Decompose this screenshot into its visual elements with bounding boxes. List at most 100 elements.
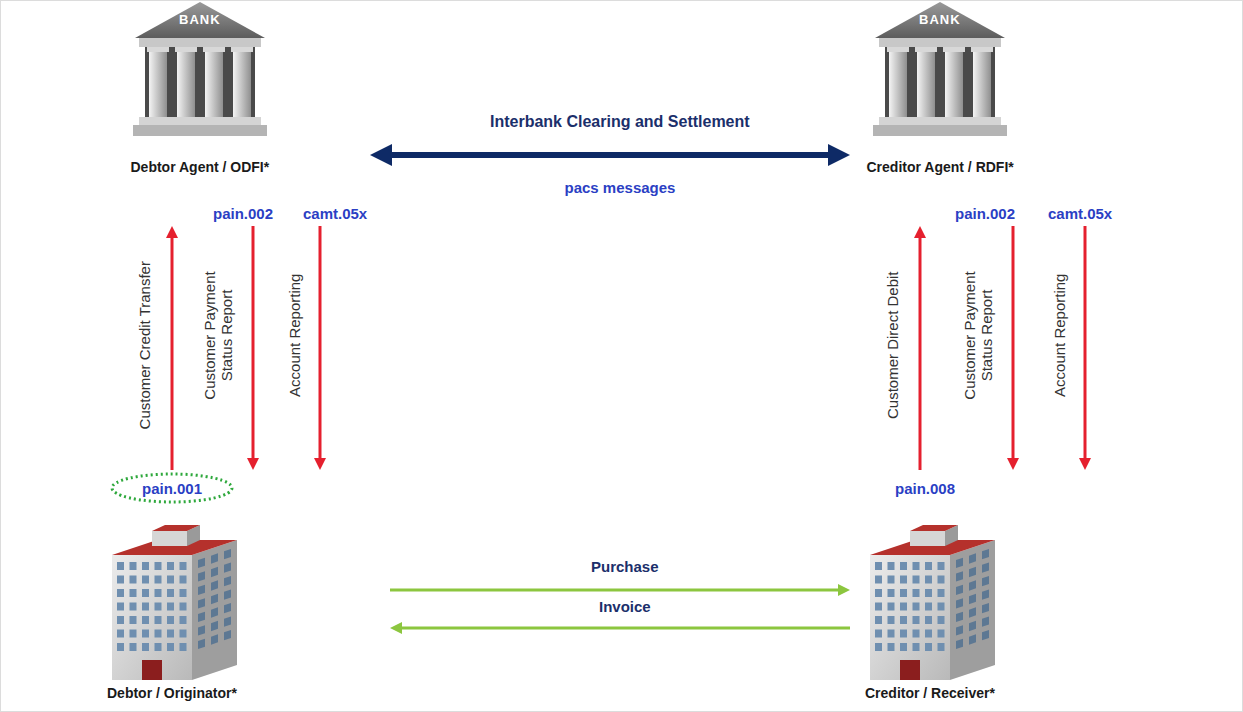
building-side — [192, 540, 237, 680]
bank-column — [917, 51, 935, 117]
window — [167, 630, 174, 638]
bank-step — [139, 117, 261, 125]
message-arrow — [1084, 226, 1087, 458]
window — [875, 616, 882, 624]
building-front — [870, 555, 950, 680]
window — [888, 562, 895, 570]
window — [925, 576, 932, 584]
window — [142, 589, 149, 597]
message-code: pain.001 — [140, 480, 204, 497]
window — [956, 625, 963, 635]
window — [130, 576, 137, 584]
window — [875, 562, 882, 570]
message-arrow — [252, 226, 255, 458]
window — [198, 639, 205, 649]
highlight-ellipse — [112, 474, 232, 502]
window — [913, 603, 920, 611]
window — [167, 589, 174, 597]
window — [913, 630, 920, 638]
window — [224, 576, 231, 586]
window — [875, 643, 882, 651]
window — [956, 639, 963, 649]
column-capital — [231, 47, 253, 52]
window — [925, 589, 932, 597]
window — [155, 603, 162, 611]
window — [117, 589, 124, 597]
node-heading: Debtor Agent / ODFI* — [131, 159, 270, 175]
window — [211, 621, 218, 631]
bank-step — [133, 125, 267, 136]
bank-column — [177, 51, 195, 117]
window — [130, 562, 137, 570]
window — [938, 562, 945, 570]
window — [969, 553, 976, 563]
window — [913, 643, 920, 651]
window — [167, 643, 174, 651]
window — [142, 603, 149, 611]
bank-entablature — [139, 38, 261, 47]
trade-arrow — [390, 589, 838, 592]
window — [224, 590, 231, 600]
window — [956, 612, 963, 622]
window — [925, 630, 932, 638]
window — [925, 643, 932, 651]
window — [142, 630, 149, 638]
window — [938, 603, 945, 611]
window — [969, 594, 976, 604]
window — [211, 634, 218, 644]
window — [925, 616, 932, 624]
bank-pediment — [875, 2, 1005, 38]
window — [888, 576, 895, 584]
window — [211, 567, 218, 577]
message-arrow — [1012, 226, 1015, 458]
window — [155, 589, 162, 597]
window — [938, 589, 945, 597]
window — [130, 589, 137, 597]
bank-column — [233, 51, 251, 117]
column-capital — [887, 47, 909, 52]
message-arrow — [319, 226, 322, 458]
window — [875, 603, 882, 611]
window — [155, 643, 162, 651]
window — [142, 643, 149, 651]
bank-node: BANKCreditor Agent / RDFI* — [850, 2, 1110, 226]
window — [956, 558, 963, 568]
trade-arrow — [402, 627, 850, 630]
bank-column — [945, 51, 963, 117]
window — [155, 616, 162, 624]
window — [198, 625, 205, 635]
window — [956, 571, 963, 581]
company-node: Debtor / Originator* — [90, 470, 390, 706]
message-code: pain.002 — [211, 205, 275, 222]
window — [117, 603, 124, 611]
building-door — [142, 660, 162, 680]
window — [938, 576, 945, 584]
window — [900, 630, 907, 638]
building-icon — [855, 500, 1005, 686]
penthouse-front — [910, 531, 945, 546]
window — [198, 571, 205, 581]
window — [130, 616, 137, 624]
window — [969, 607, 976, 617]
penthouse-roof — [910, 525, 958, 531]
connector-label: Invoice — [596, 598, 654, 615]
window — [913, 576, 920, 584]
window — [117, 616, 124, 624]
connector-label: Customer Direct Debit — [885, 269, 902, 421]
window — [875, 630, 882, 638]
window — [888, 589, 895, 597]
window — [969, 634, 976, 644]
window — [155, 576, 162, 584]
window — [117, 643, 124, 651]
window — [198, 585, 205, 595]
window — [142, 576, 149, 584]
penthouse-front — [152, 531, 187, 546]
window — [142, 562, 149, 570]
window — [180, 576, 187, 584]
message-code: pacs messages — [563, 179, 678, 196]
window — [155, 630, 162, 638]
message-code: pain.002 — [953, 205, 1017, 222]
window — [925, 562, 932, 570]
window — [888, 616, 895, 624]
connector-label: Account Reporting — [1052, 271, 1069, 398]
